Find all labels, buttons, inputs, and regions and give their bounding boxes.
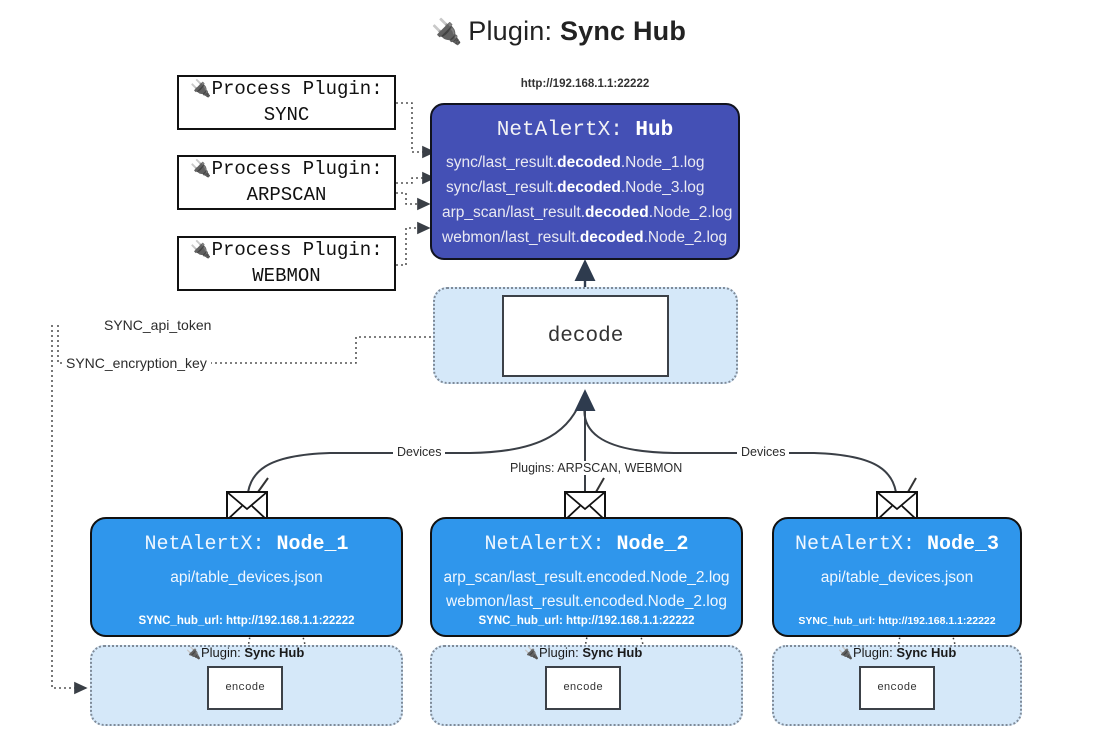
plug-icon: 🔌 bbox=[190, 239, 212, 260]
hub-log-row: webmon/last_result.decoded.Node_2.log bbox=[442, 225, 728, 250]
process-plugin-name: WEBMON bbox=[252, 264, 321, 287]
log-pre: sync/last_result. bbox=[446, 154, 558, 171]
page-title-name: Sync Hub bbox=[559, 16, 687, 46]
log-post: .Node_3.log bbox=[620, 179, 705, 197]
node-box-node-2[interactable]: NetAlertX: Node_2 arp_scan/last_result.e… bbox=[430, 517, 743, 637]
hub-title-prefix: NetAlertX: bbox=[496, 119, 636, 142]
encode-box-node-3[interactable]: encode bbox=[859, 666, 935, 710]
process-plugin-box-arpscan[interactable]: 🔌Process Plugin: ARPSCAN bbox=[177, 155, 396, 210]
node-title: NetAlertX: Node_3 bbox=[774, 533, 1020, 556]
plugin-label-name: Sync Hub bbox=[244, 645, 305, 660]
decode-box[interactable]: decode bbox=[502, 295, 669, 377]
envelope-icon-node-2 bbox=[564, 491, 606, 521]
hub-log-row: arp_scan/last_result.decoded.Node_2.log bbox=[442, 200, 732, 225]
process-plugin-box-sync[interactable]: 🔌Process Plugin: SYNC bbox=[177, 75, 396, 130]
envelope-icon-node-3 bbox=[876, 491, 918, 521]
param-label-encryption-key: SYNC_encryption_key bbox=[62, 355, 211, 371]
hub-log-row: sync/last_result.decoded.Node_3.log bbox=[442, 175, 728, 200]
log-post: .Node_2.log bbox=[648, 204, 733, 222]
process-plugin-box-webmon[interactable]: 🔌Process Plugin: WEBMON bbox=[177, 236, 396, 291]
node-box-node-1[interactable]: NetAlertX: Node_1 api/table_devices.json… bbox=[90, 517, 403, 637]
plug-icon: 🔌 bbox=[190, 78, 212, 99]
plugin-label-prefix: Plugin: bbox=[200, 645, 245, 660]
node-box-node-3[interactable]: NetAlertX: Node_3 api/table_devices.json… bbox=[772, 517, 1022, 637]
node-title: NetAlertX: Node_2 bbox=[432, 533, 741, 556]
encode-container-node-1 bbox=[90, 645, 403, 726]
hub-title: NetAlertX: Hub bbox=[442, 119, 728, 142]
page-title: 🔌Plugin: Sync Hub bbox=[0, 16, 1117, 47]
log-em: decoded bbox=[557, 154, 621, 171]
edge-label-plugins-center: Plugins: ARPSCAN, WEBMON bbox=[506, 461, 687, 475]
plugin-label-prefix: Plugin: bbox=[538, 645, 583, 660]
edge-label-devices-right: Devices bbox=[737, 445, 790, 459]
edge-label-devices-left: Devices bbox=[393, 445, 446, 459]
log-post: .Node_1.log bbox=[620, 154, 705, 171]
process-plugin-label: Process Plugin: bbox=[211, 77, 383, 100]
plug-icon: 🔌 bbox=[190, 158, 212, 179]
node-line: api/table_devices.json bbox=[820, 569, 974, 586]
node-title-name: Node_1 bbox=[276, 533, 349, 556]
node-title-prefix: NetAlertX: bbox=[484, 533, 617, 556]
log-pre: webmon/last_result. bbox=[442, 229, 580, 247]
page-title-prefix: Plugin: bbox=[468, 16, 560, 46]
hub-log-row: sync/last_result.decoded.Node_1.log bbox=[442, 150, 728, 175]
hub-url-wrap: http://192.168.1.1:22222 bbox=[430, 78, 740, 90]
plug-icon: 🔌 bbox=[838, 646, 853, 660]
process-plugin-name: SYNC bbox=[263, 103, 310, 126]
process-plugin-label: Process Plugin: bbox=[211, 157, 383, 180]
log-em: decoded bbox=[585, 204, 649, 222]
plugin-label-name: Sync Hub bbox=[582, 645, 643, 660]
node-line: webmon/last_result.encoded.Node_2.log bbox=[446, 593, 727, 611]
hub-title-name: Hub bbox=[635, 119, 674, 142]
node-footer: SYNC_hub_url: http://192.168.1.1:22222 bbox=[138, 615, 355, 627]
process-plugin-label: Process Plugin: bbox=[211, 238, 383, 261]
plug-icon: 🔌 bbox=[524, 646, 539, 660]
node-line: arp_scan/last_result.encoded.Node_2.log bbox=[443, 569, 730, 586]
node-title-prefix: NetAlertX: bbox=[144, 533, 277, 556]
node-title-name: Node_3 bbox=[927, 533, 1000, 556]
log-post: .Node_2.log bbox=[643, 229, 728, 247]
plugin-label-node-3: 🔌Plugin: Sync Hub bbox=[838, 645, 956, 660]
node-title-name: Node_2 bbox=[616, 533, 689, 556]
plug-icon: 🔌 bbox=[186, 646, 201, 660]
encode-box-node-2[interactable]: encode bbox=[545, 666, 621, 710]
plugin-label-name: Sync Hub bbox=[896, 645, 957, 660]
node-title-prefix: NetAlertX: bbox=[794, 533, 927, 556]
log-pre: sync/last_result. bbox=[446, 179, 558, 197]
plugin-label-prefix: Plugin: bbox=[852, 645, 897, 660]
hub-box[interactable]: NetAlertX: Hub sync/last_result.decoded.… bbox=[430, 103, 740, 260]
log-em: decoded bbox=[557, 179, 621, 197]
plugin-label-node-1: 🔌Plugin: Sync Hub bbox=[186, 645, 304, 660]
node-title: NetAlertX: Node_1 bbox=[92, 533, 401, 556]
plug-icon: 🔌 bbox=[430, 18, 463, 46]
plugin-label-node-2: 🔌Plugin: Sync Hub bbox=[524, 645, 642, 660]
param-label-api-token: SYNC_api_token bbox=[100, 317, 216, 333]
process-plugin-name: ARPSCAN bbox=[246, 183, 327, 206]
envelope-icon-node-1 bbox=[226, 491, 268, 521]
hub-url: http://192.168.1.1:22222 bbox=[520, 78, 650, 90]
node-line: api/table_devices.json bbox=[170, 569, 323, 586]
log-pre: arp_scan/last_result. bbox=[442, 204, 586, 222]
log-em: decoded bbox=[579, 229, 644, 247]
encode-box-node-1[interactable]: encode bbox=[207, 666, 283, 710]
node-footer: SYNC_hub_url: http://192.168.1.1:22222 bbox=[798, 615, 996, 627]
node-footer: SYNC_hub_url: http://192.168.1.1:22222 bbox=[478, 615, 695, 627]
